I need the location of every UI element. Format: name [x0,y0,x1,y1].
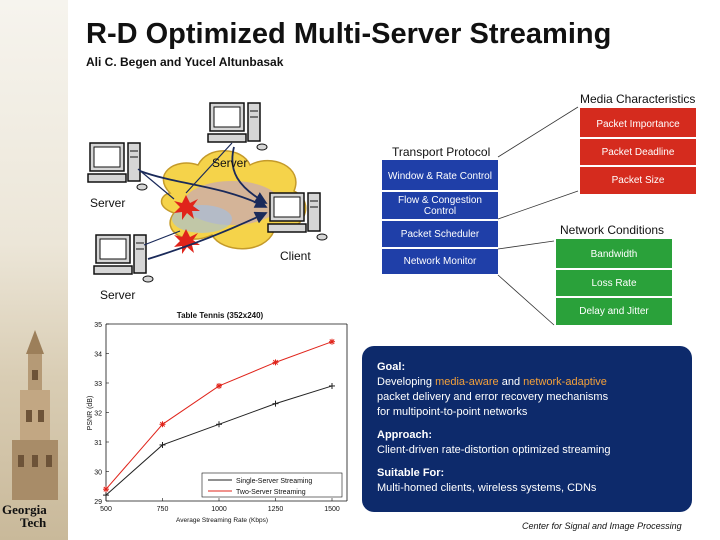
suitable-heading: Suitable For: [377,467,445,479]
y-tick-label: 30 [94,470,102,477]
divider [580,165,696,167]
server-left-label: Server [90,196,126,210]
media-item-packet-deadline: Packet Deadline [580,139,696,165]
legend: Single-Server Streaming Two-Server Strea… [201,472,343,498]
media-item-packet-importance: Packet Importance [580,110,696,138]
y-tick-label: 31 [94,440,102,447]
slide-authors: Ali C. Begen and Yucel Altunbasak [86,55,284,69]
suitable-text: Multi-homed clients, wireless systems, C… [377,482,597,494]
goal-line-2: packet delivery and error recovery mecha… [377,391,609,403]
network-diagram [87,102,328,283]
x-tick-label: 1500 [324,506,340,513]
stack-connectors [497,106,579,326]
goal-line-3: for multipoint-to-point networks [377,406,528,418]
y-tick-label: 34 [94,352,102,359]
y-tick-label: 35 [94,322,102,329]
logo-line1: Georgia [2,502,47,517]
series-line-2 [105,341,333,490]
client-label: Client [280,249,311,263]
series-group [103,338,335,499]
info-box: Goal: Developing media-aware and network… [362,346,692,512]
transport-item-window-rate-control: Window & Rate Control [382,162,498,190]
x-tick-label: 1000 [211,506,227,513]
data-point [159,421,166,428]
data-point [329,338,335,345]
loss-burst-icon [174,195,200,220]
transport-item-flow-congestion-control: Flow & Congestion Control [382,192,498,219]
media-header: Media Characteristics [580,92,696,106]
network-item-bandwidth: Bandwidth [556,240,672,268]
approach-text: Client-driven rate-distortion optimized … [377,444,611,456]
divider [382,219,498,221]
y-tick-label: 29 [94,499,102,506]
tower-illustration [12,330,58,500]
network-adaptive-highlight: network-adaptive [523,376,607,388]
footer-text: Center for Signal and Image Processing [522,521,682,531]
x-tick-label: 750 [157,506,169,513]
divider [556,268,672,270]
media-aware-highlight: media-aware [435,376,499,388]
server-left-icon [87,142,148,191]
data-point [329,382,335,389]
server-bottom-icon [93,234,154,283]
server-bottom-label: Server [100,288,136,302]
legend-box [201,472,343,498]
divider [580,137,696,139]
x-tick-label: 1250 [268,506,284,513]
x-tick-label: 500 [100,506,112,513]
loss-burst-icon [174,229,200,254]
goal-heading: Goal: [377,361,406,373]
y-axis-label: PSNR (dB) [87,396,94,431]
data-point [103,492,109,499]
client-icon [267,192,328,241]
slide-title: R-D Optimized Multi-Server Streaming [86,18,612,50]
divider [382,190,498,192]
network-header: Network Conditions [560,223,665,237]
network-item-delay-jitter: Delay and Jitter [556,298,672,325]
network-item-loss-rate: Loss Rate [556,270,672,296]
data-point [216,421,222,428]
legend-label-two: Two-Server Streaming [236,489,306,496]
data-point [272,359,279,366]
divider [382,247,498,249]
tick-group: 29 30 31 32 33 34 35 500 750 1000 1250 1500 [94,322,340,513]
y-tick-label: 32 [94,411,102,418]
x-axis-label: Average Streaming Rate (Kbps) [176,517,268,524]
transport-item-packet-scheduler: Packet Scheduler [382,221,498,247]
goal-text: and [498,376,524,388]
data-point [216,382,222,389]
logo-line2: Tech [20,515,47,530]
server-top-label: Server [212,156,248,170]
data-point [103,486,109,493]
psnr-chart: Table Tennis (352x240) Average Streaming… [87,311,348,524]
transport-header: Transport Protocol [392,145,491,159]
georgia-tech-logo: Georgia Tech [2,503,68,529]
y-tick-label: 33 [94,381,102,388]
goal-text: Developing [377,376,436,388]
media-item-packet-size: Packet Size [580,167,696,194]
transport-item-network-monitor: Network Monitor [382,249,498,274]
data-point [159,441,166,448]
chart-title: Table Tennis (352x240) [177,311,264,320]
legend-label-single: Single-Server Streaming [236,478,312,485]
goal-line-1: Developing media-aware and network-adapt… [377,375,682,390]
server-top-icon [207,102,268,151]
sidebar-photo: Georgia Tech [0,0,68,540]
data-point [272,400,279,407]
divider [556,296,672,298]
approach-heading: Approach: [377,429,432,441]
